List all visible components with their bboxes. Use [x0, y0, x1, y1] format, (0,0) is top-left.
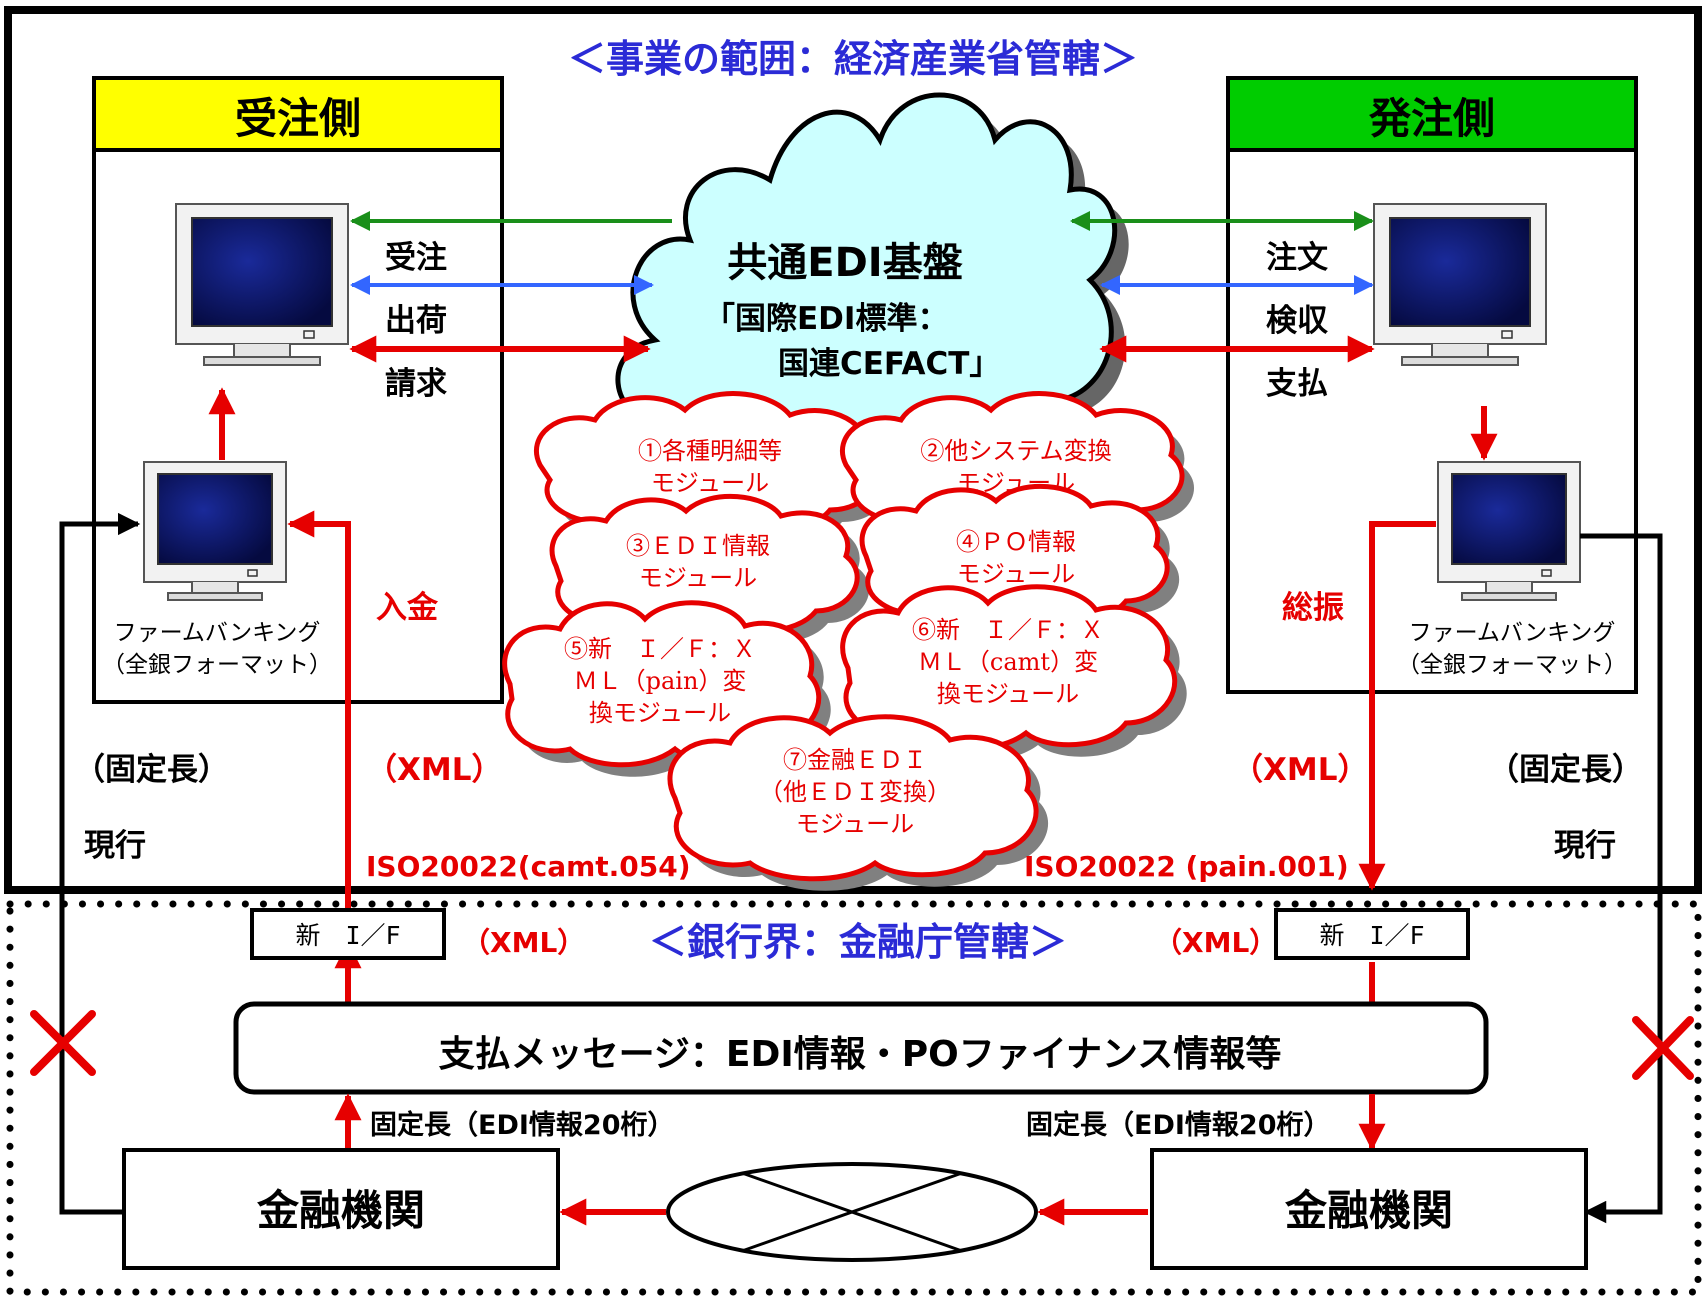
right-message-payment: 支払 [1266, 366, 1328, 402]
left-message-order: 受注 [385, 240, 447, 276]
new-if-left: 新 I／F [295, 921, 400, 950]
left-deposit-label: 入金 [376, 590, 439, 626]
left-xml-label: （XML） [366, 752, 503, 788]
module-6-line1: ⑥新 Ｉ／Ｆ：Ｘ [912, 616, 1104, 644]
module-3-line1: ③ＥＤＩ情報 [626, 532, 770, 560]
right-panel: 発注側 ファームバンキング （全銀フォーマット） [1226, 76, 1638, 694]
right-firm-banking-format: （全銀フォーマット） [1397, 652, 1627, 678]
bank-left: 金融機関 [256, 1186, 425, 1235]
right-current-path [1580, 533, 1663, 1224]
module-4-line1: ④ＰＯ情報 [956, 528, 1076, 556]
business-scope-frame [4, 6, 1702, 894]
right-xml-label: （XML） [1232, 752, 1369, 788]
bank-left-box [122, 1148, 560, 1270]
right-message-inspection: 検収 [1266, 303, 1328, 339]
module-5-line1: ⑤新 Ｉ／Ｆ：Ｘ [564, 635, 756, 663]
left-cross-icon [30, 1010, 96, 1076]
left-current-path [59, 512, 141, 1215]
edi-cloud-title: 共通EDI基盤 [727, 240, 962, 286]
module-7-line1: ⑦金融ＥＤＩ [783, 746, 927, 774]
right-firm-banking-label: ファームバンキング [1409, 620, 1616, 646]
right-firm-banking-computer-icon [1437, 461, 1581, 601]
module-7-line3: モジュール [796, 810, 914, 838]
iso-pain-label: ISO20022 (pain.001) [1024, 850, 1349, 883]
bank-scope-title: ＜銀行界：金融庁管轄＞ [649, 920, 1067, 964]
new-if-left-box [250, 908, 446, 960]
right-current-label: 現行 [1554, 828, 1616, 864]
left-fixed-length-label: （固定長） [74, 752, 229, 788]
module-6-line3: 換モジュール [937, 680, 1079, 708]
module-5-line3: 換モジュール [589, 699, 731, 727]
module-7-line2: （他ＥＤＩ変換） [759, 778, 951, 806]
left-message-shipment: 出荷 [385, 303, 447, 339]
left-main-computer-icon [175, 203, 349, 366]
business-scope-title: ＜事業の範囲：経済産業省管轄＞ [568, 37, 1138, 81]
bank-right-box [1150, 1148, 1588, 1270]
module-5-line2: ＭＬ（pain）変 [574, 667, 747, 695]
module-1-line1: ①各種明細等 [638, 437, 782, 465]
left-firm-banking-label: ファームバンキング [114, 620, 321, 646]
right-message-order: 注文 [1266, 240, 1328, 276]
if-xml-left-label: （XML） [462, 926, 585, 959]
bank-right: 金融機関 [1284, 1186, 1453, 1235]
edi-cloud-subtitle-2: 国連CEFACT」 [778, 346, 1000, 382]
right-panel-body [1226, 148, 1638, 694]
module-2-line1: ②他システム変換 [920, 437, 1111, 465]
module-clouds: ①各種明細等 モジュール ②他システム変換 モジュール ③ＥＤＩ情報 モジュール… [502, 391, 1195, 891]
module-4-line2: モジュール [957, 560, 1075, 588]
left-current-label: 現行 [84, 828, 146, 864]
iso-camt-label: ISO20022(camt.054) [366, 850, 691, 883]
module-6-line2: ＭＬ（camt）変 [918, 648, 1098, 676]
edi-platform-cloud: 共通EDI基盤 「国際EDI標準： 国連CEFACT」 [615, 92, 1129, 477]
module-3-line2: モジュール [639, 564, 757, 592]
if-xml-right-label: （XML） [1154, 926, 1277, 959]
left-deposit-xml-path-upper [287, 510, 351, 910]
right-transfer-label: 総振 [1282, 590, 1344, 626]
module-cloud-7: ⑦金融ＥＤＩ （他ＥＤＩ変換） モジュール [667, 714, 1049, 891]
left-panel-header: 受注側 [235, 94, 361, 143]
right-transfer-xml-path [1358, 521, 1436, 891]
interbank-network-icon [666, 1162, 1038, 1262]
right-main-computer-icon [1373, 203, 1547, 366]
bank-scope-frame [6, 900, 1702, 1296]
module-cloud-6: ⑥新 Ｉ／Ｆ：Ｘ ＭＬ（camt）変 換モジュール [840, 584, 1187, 761]
edi-cloud-subtitle-1: 「国際EDI標準： [704, 301, 948, 337]
new-if-right-box [1274, 908, 1470, 960]
payment-message-box [233, 1001, 1489, 1095]
left-firm-banking-computer-icon [143, 461, 287, 601]
right-panel-header-box [1226, 76, 1638, 152]
new-if-right: 新 I／F [1319, 921, 1424, 950]
right-panel-header: 発注側 [1369, 94, 1495, 143]
module-1-line2: モジュール [651, 469, 769, 497]
fixed-length-right-label: 固定長（EDI情報20桁） [1026, 1109, 1330, 1141]
payment-message: 支払メッセージ：EDI情報・POファイナンス情報等 [439, 1034, 1282, 1075]
fixed-length-left-label: 固定長（EDI情報20桁） [370, 1109, 674, 1141]
right-fixed-length-label: （固定長） [1488, 752, 1643, 788]
left-panel-header-box [92, 76, 504, 152]
left-panel: 受注側 ファームバンキング （全銀フォーマット） [92, 76, 504, 704]
left-message-invoice: 請求 [385, 366, 447, 402]
left-firm-banking-format: （全銀フォーマット） [102, 652, 332, 678]
right-cross-icon [1632, 1016, 1694, 1080]
